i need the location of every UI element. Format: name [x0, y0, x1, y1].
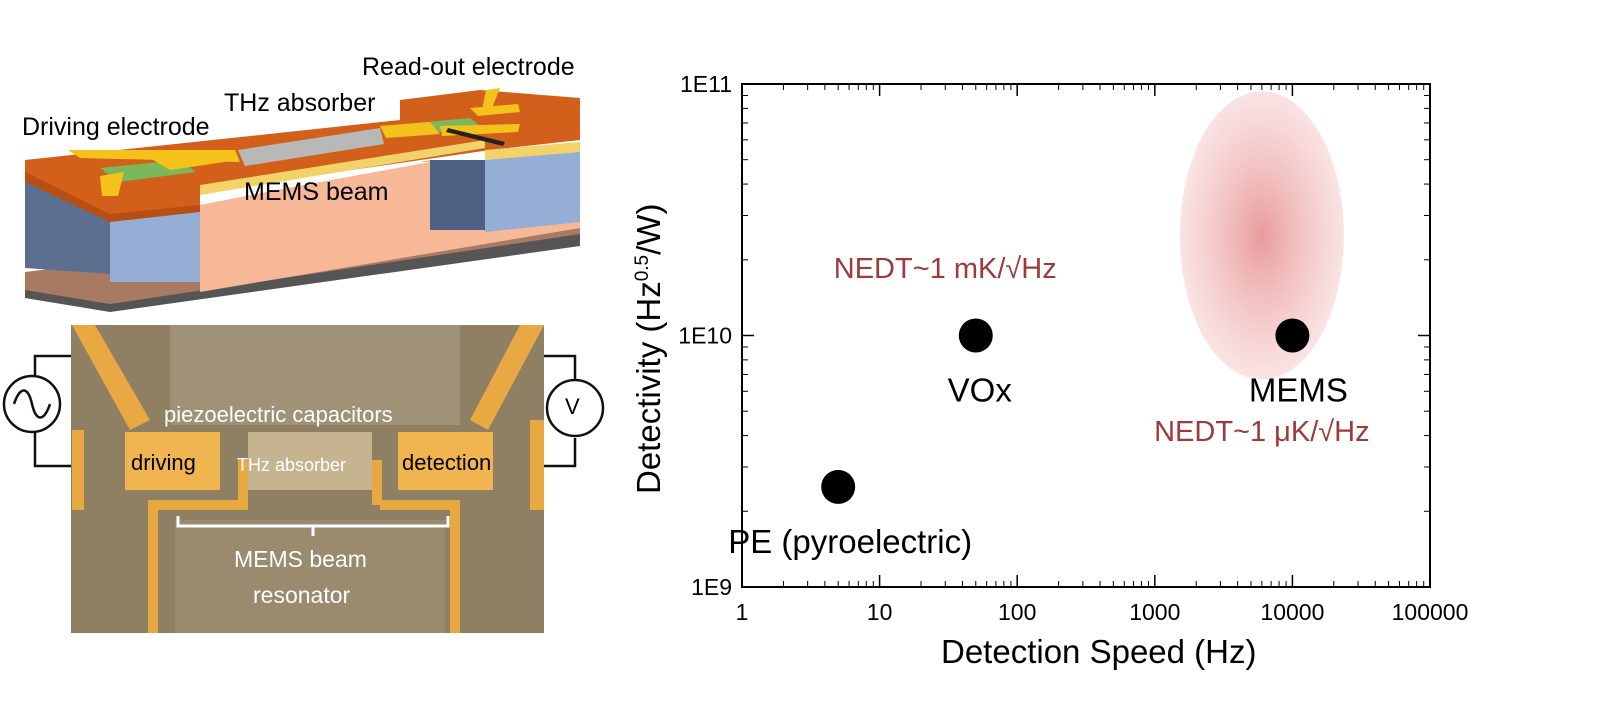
- resonator-bracket: [176, 516, 450, 536]
- readout-electrode-bar: [470, 104, 520, 116]
- x-tick-label: 1: [736, 599, 749, 625]
- mems-device-schematic: Read-out electrode THz absorber Driving …: [0, 0, 620, 320]
- vox-point-label: VOx: [948, 372, 1013, 409]
- driving-electrode-mid: [150, 150, 238, 170]
- resonator-label-line2: resonator: [253, 582, 351, 608]
- device-drawing: [25, 88, 580, 312]
- x-tick-label: 100: [998, 599, 1036, 625]
- ylabel-holder: Detectivity (Hz0.5/W): [620, 204, 680, 494]
- driving-label: driving: [131, 450, 196, 475]
- right-block-side: [430, 160, 490, 230]
- piezo-capacitors-label: piezoelectric capacitors: [164, 402, 393, 427]
- nedt-annotation-1: NEDT~1 mK/√Hz: [834, 253, 1057, 285]
- detectivity-chart: 1 10 100 1000 10000 100000 1E9 1E10 1E11 PE (pyro…: [620, 0, 1597, 718]
- resonator-label-line1: MEMS beam: [234, 546, 367, 572]
- detection-label: detection: [402, 450, 492, 475]
- vox-point: [958, 318, 993, 353]
- readout-electrode-tab: [482, 88, 500, 110]
- y-axis-label: Detectivity (Hz0.5/W): [630, 203, 667, 494]
- voltmeter-icon: [545, 378, 605, 438]
- photo-upper-trench: [170, 325, 460, 425]
- x-tick-label: 10: [867, 599, 893, 625]
- beam-yellow-layer: [200, 140, 485, 195]
- left-block-front: [110, 212, 200, 282]
- nedt-annotation-2: NEDT~1 μK/√Hz: [1154, 416, 1370, 448]
- photo-lower-trench: [175, 520, 445, 633]
- x-tick-label: 100000: [1392, 599, 1469, 625]
- highlight-region: [1179, 91, 1344, 380]
- gold-traces: [72, 325, 544, 633]
- top-layer-edge: [25, 172, 200, 222]
- right-yellow-layer: [485, 142, 580, 160]
- pe-point: [821, 469, 856, 504]
- pe-point-label: PE (pyroelectric): [728, 523, 972, 560]
- chart-svg: 1 10 100 1000 10000 100000 1E9 1E10 1E11 PE (pyro…: [678, 71, 1469, 625]
- voltmeter-label: V: [565, 394, 580, 419]
- mems-point: [1275, 318, 1310, 353]
- microscope-photo: V piezoelectric capacitors driving THz a…: [0, 320, 620, 640]
- mems-point-label: MEMS: [1249, 372, 1348, 409]
- driving-electrode-label: Driving electrode: [22, 113, 210, 141]
- readout-electrode-left: [380, 122, 440, 138]
- photo-drawing: [2, 325, 605, 633]
- y-tick-label: 1E9: [691, 574, 732, 600]
- y-tick-label: 1E10: [678, 323, 732, 349]
- detection-pad: [398, 432, 493, 490]
- readout-wire: [446, 128, 505, 146]
- thz-absorber-label: THz absorber: [224, 89, 376, 117]
- y-tick-label: 1E11: [680, 71, 732, 97]
- sine-wave-icon: [12, 389, 52, 419]
- right-block-front: [485, 150, 580, 232]
- x-tick-label: 10000: [1260, 599, 1324, 625]
- absorber-pad: [238, 128, 384, 166]
- beam-gap: [200, 162, 430, 204]
- driving-electrode-tab: [100, 172, 124, 196]
- readout-electrode-label: Read-out electrode: [362, 53, 575, 81]
- x-tick-label: 1000: [1129, 599, 1180, 625]
- mems-beam-label: MEMS beam: [244, 178, 389, 206]
- photo-absorber-label: THz absorber: [237, 455, 347, 475]
- driving-pad: [125, 432, 220, 490]
- x-axis-label: Detection Speed (Hz): [941, 633, 1257, 670]
- absorber-region: [248, 432, 372, 490]
